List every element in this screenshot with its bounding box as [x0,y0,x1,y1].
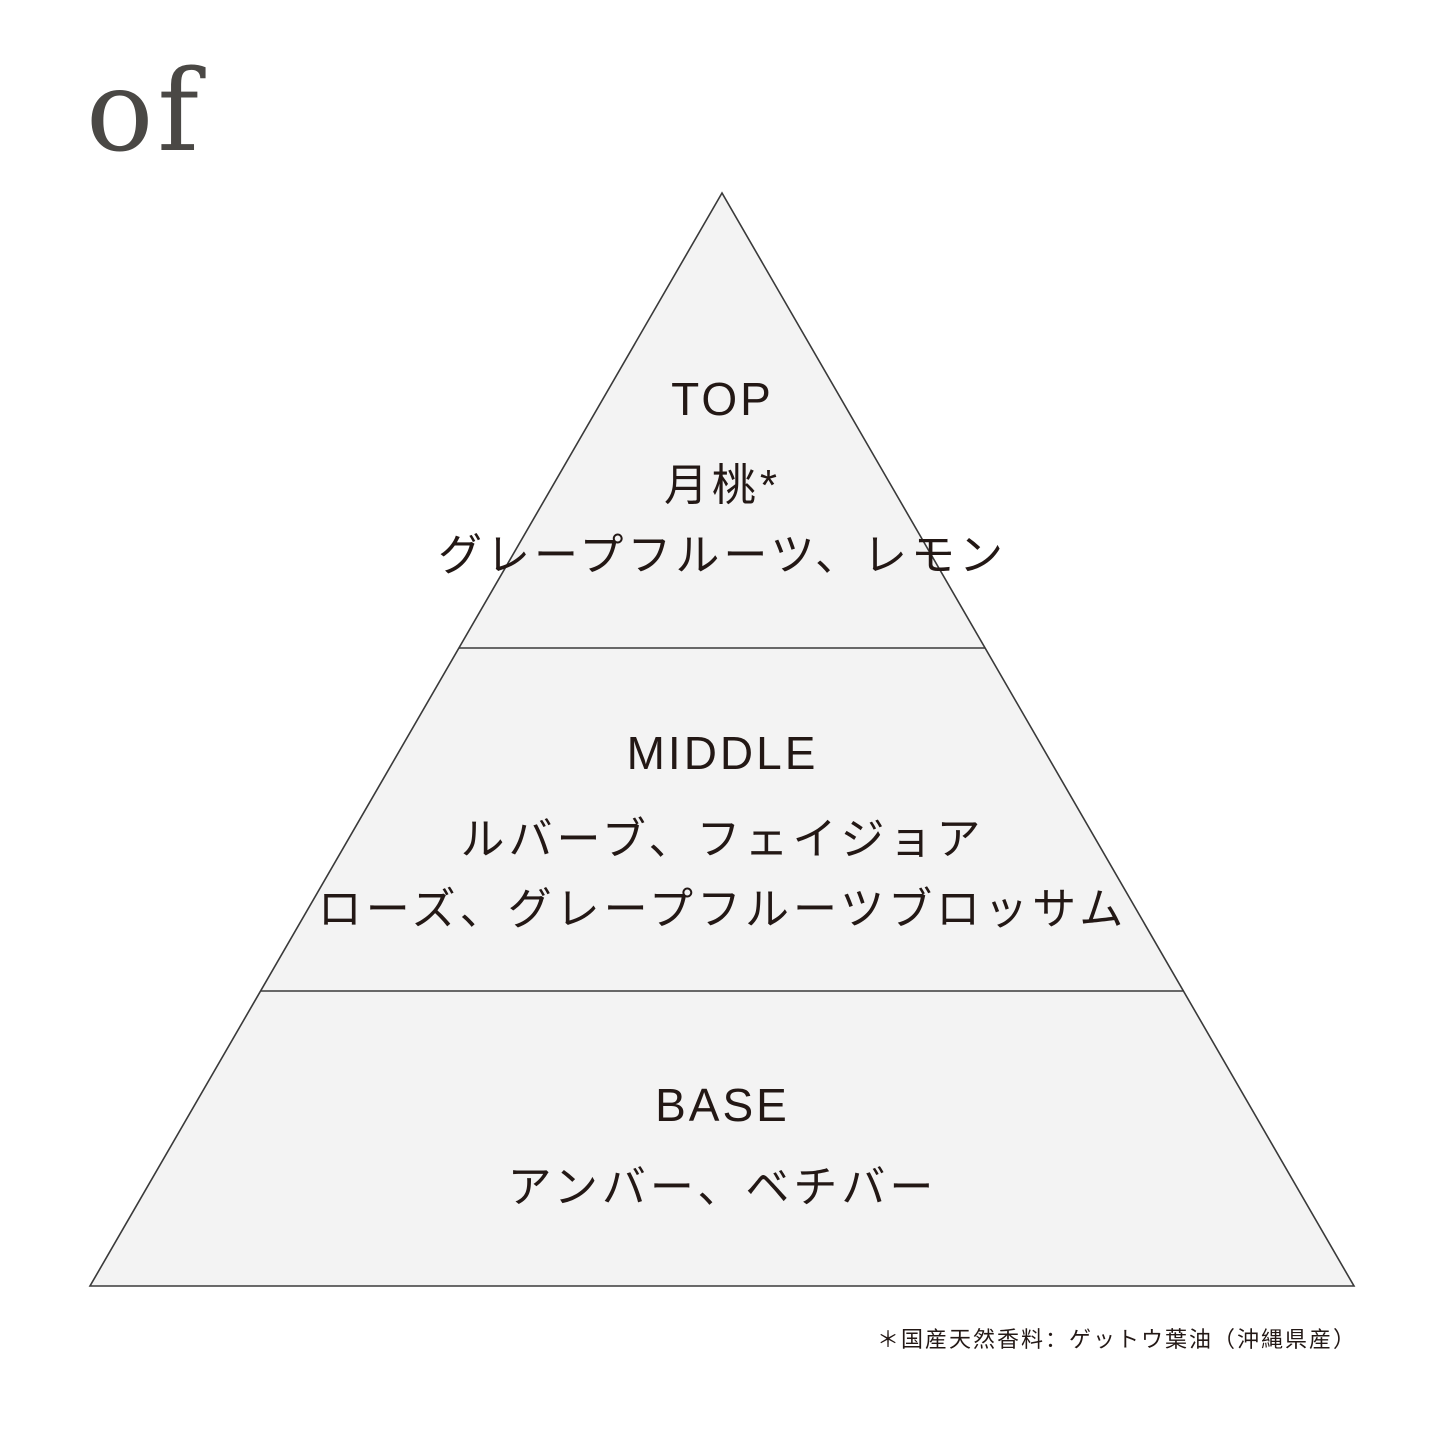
tier-top-notes-1: 月桃* [0,464,1445,508]
tier-middle: MIDDLE [0,730,1445,776]
tier-base-note-line: アンバー、ベチバー [507,1163,938,1212]
tier-top-title: TOP [671,373,774,425]
tier-middle-note-line: ルバーブ、フェイジョア [460,815,985,864]
tier-top-note-line: グレープフルーツ、レモン [438,531,1007,580]
tier-top: TOP [0,376,1445,422]
tier-middle-notes-2: ローズ、グレープフルーツブロッサム [0,888,1445,932]
tier-middle-title: MIDDLE [626,727,819,779]
pyramid-shape [88,191,1356,1287]
tier-top-note-line: 月桃* [663,461,782,510]
brand-logo: of [86,47,203,177]
tier-middle-note-line: ローズ、グレープフルーツブロッサム [317,885,1128,934]
tier-base-notes-1: アンバー、ベチバー [0,1166,1445,1210]
footnote: ＊国産天然香料：ゲットウ葉油（沖縄県産） [876,1328,1357,1353]
tier-base-title: BASE [655,1079,790,1131]
tier-base: BASE [0,1082,1445,1128]
tier-middle-notes-1: ルバーブ、フェイジョア [0,818,1445,862]
tier-top-notes-2: グレープフルーツ、レモン [0,534,1445,578]
